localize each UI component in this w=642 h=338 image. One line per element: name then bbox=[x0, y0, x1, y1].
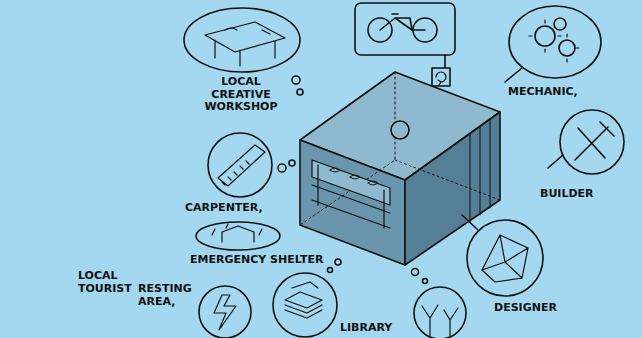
thought-dot bbox=[328, 268, 333, 273]
thought-dot bbox=[292, 76, 300, 84]
lightning-icon bbox=[214, 295, 236, 330]
bunk-bed bbox=[312, 160, 390, 228]
saw-icon bbox=[218, 145, 265, 186]
gear bbox=[559, 40, 575, 56]
library-bubble bbox=[273, 273, 337, 337]
shelter-icon bbox=[212, 224, 262, 242]
use-label: LIBRARY bbox=[340, 322, 392, 335]
bunk-pillows bbox=[330, 168, 378, 185]
container-left bbox=[300, 140, 405, 265]
designer-bubble bbox=[467, 220, 543, 296]
gear bbox=[554, 18, 566, 30]
use-label: LOCAL TOURIST bbox=[78, 270, 136, 295]
container-ribs bbox=[470, 120, 490, 222]
workshop-bubble bbox=[184, 8, 300, 72]
trade-label: MECHANIC, bbox=[508, 86, 578, 99]
gear bbox=[535, 26, 555, 46]
container-dotted-edge bbox=[300, 72, 500, 225]
recycle-arrow bbox=[436, 72, 446, 85]
speech-tail bbox=[462, 215, 478, 230]
tree-bubble bbox=[414, 287, 466, 338]
design-sketch bbox=[482, 235, 528, 282]
porthole bbox=[391, 121, 409, 139]
tree-icon bbox=[422, 305, 458, 336]
thought-dot bbox=[297, 89, 303, 95]
carpenter-bubble bbox=[208, 133, 272, 197]
thought-dot bbox=[423, 279, 428, 284]
speech-tail bbox=[548, 155, 563, 168]
use-label: RESTING AREA, bbox=[138, 283, 198, 308]
bubble-stem bbox=[444, 55, 446, 68]
shelter-cloud bbox=[196, 222, 280, 250]
mechanic-bubble bbox=[509, 6, 601, 78]
trade-label: BUILDER bbox=[540, 188, 594, 201]
resting-bubble bbox=[199, 286, 251, 338]
thought-dot bbox=[335, 259, 341, 265]
bike-bubble bbox=[355, 3, 455, 55]
workshop-stool bbox=[225, 28, 270, 34]
speech-tail bbox=[505, 68, 522, 82]
container-right bbox=[405, 112, 500, 265]
hammer-icon bbox=[575, 122, 614, 160]
workshop-label: LOCAL CREATIVE WORKSHOP bbox=[200, 76, 282, 114]
trade-label: DESIGNER bbox=[494, 302, 557, 315]
trade-label: CARPENTER, bbox=[185, 202, 263, 215]
use-label: EMERGENCY SHELTER bbox=[190, 254, 323, 267]
workshop-table bbox=[205, 22, 285, 66]
bike-frame bbox=[380, 14, 425, 30]
gear-teeth bbox=[529, 20, 579, 62]
builder-bubble bbox=[560, 110, 624, 174]
sketch-part bbox=[184, 3, 624, 338]
thought-dot bbox=[412, 269, 419, 276]
thought-dot bbox=[278, 164, 286, 172]
recycle-icon bbox=[432, 68, 450, 86]
books-icon bbox=[285, 282, 322, 318]
thought-dot bbox=[289, 160, 295, 166]
